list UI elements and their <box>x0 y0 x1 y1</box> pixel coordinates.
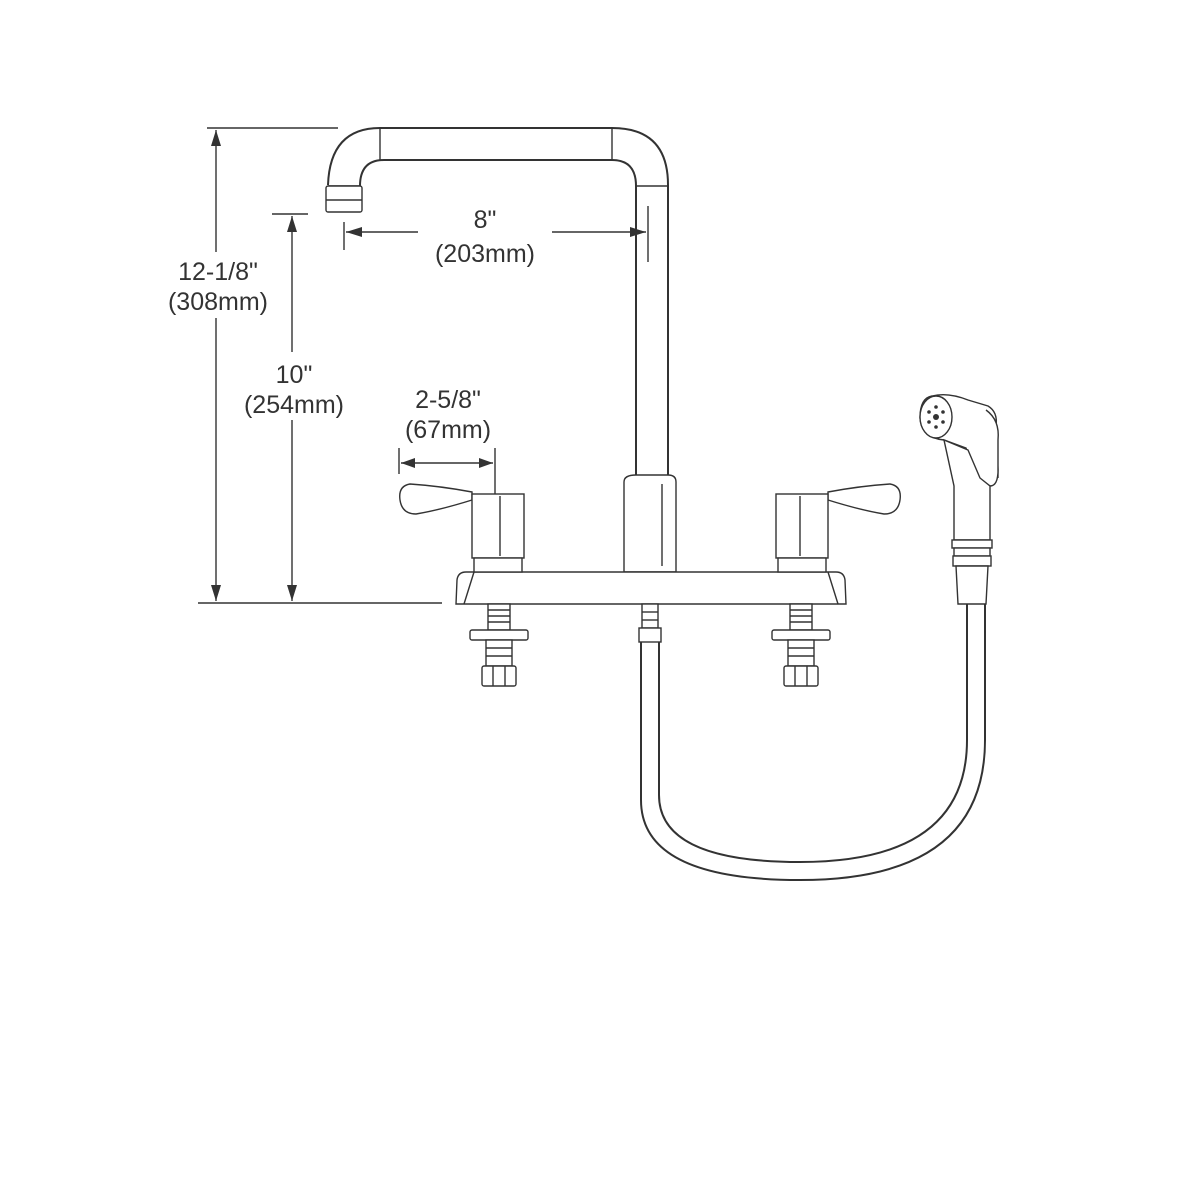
connector-stem <box>641 603 659 629</box>
spout-reach-imperial: 8" <box>474 206 497 234</box>
left-lever <box>399 483 473 515</box>
deck-plate-bevel-left <box>463 571 475 605</box>
arrow-left <box>401 458 415 468</box>
sprayer-ring-1 <box>951 539 993 549</box>
overall-height-metric: (308mm) <box>168 288 268 316</box>
right-lever-handle <box>775 483 901 573</box>
left-handle-body <box>471 493 525 559</box>
sprayer-ring-2 <box>953 547 991 557</box>
left-coupling-nut <box>481 665 517 687</box>
handle-reach-metric: (67mm) <box>405 416 491 444</box>
arrow-right <box>630 227 646 237</box>
deck-plate <box>455 571 847 605</box>
spray-nozzle <box>934 425 938 429</box>
spout-inner-edge <box>359 159 637 475</box>
arrow-right <box>479 458 493 468</box>
spout-height-imperial: 10" <box>276 361 313 389</box>
right-coupling-nut <box>783 665 819 687</box>
aerator <box>325 185 363 213</box>
right-lock-nut <box>771 629 831 641</box>
arrow-left <box>346 227 362 237</box>
spray-nozzle <box>927 420 931 424</box>
sprayer-body <box>943 438 991 541</box>
hose-outer <box>640 604 986 882</box>
deck-plate-bevel-right <box>827 571 839 605</box>
faucet-spout <box>325 127 677 573</box>
hose-connector <box>638 603 662 643</box>
spray-nozzle <box>933 414 939 420</box>
spout-outer-edge <box>327 127 669 475</box>
dimension-overall-height: 12-1/8" (308mm) <box>168 127 442 604</box>
left-lock-nut <box>469 629 529 641</box>
shank-left <box>469 603 529 687</box>
left-handle-collar <box>473 557 523 573</box>
spout-reach-metric: (203mm) <box>435 240 535 268</box>
spout-height-metric: (254mm) <box>244 391 344 419</box>
arrow-up <box>287 216 297 232</box>
hose-inner <box>658 604 968 864</box>
connector-nut <box>638 627 662 643</box>
right-handle-body <box>775 493 829 559</box>
handle-reach-imperial: 2-5/8" <box>415 386 481 414</box>
sprayer-tail <box>955 565 989 605</box>
left-shank-lower <box>485 639 513 667</box>
left-lever-handle <box>399 483 525 573</box>
sprayer-trigger <box>985 409 999 478</box>
shank-right <box>771 603 831 687</box>
arrow-down <box>211 585 221 601</box>
dimension-handle-reach: 2-5/8" (67mm) <box>398 386 496 518</box>
spray-nozzle <box>941 410 945 414</box>
right-lever <box>827 483 901 515</box>
hose-mark <box>984 631 986 633</box>
arrow-down <box>287 585 297 601</box>
overall-height-imperial: 12-1/8" <box>178 258 258 286</box>
spout-base <box>623 474 677 573</box>
right-shank-lower <box>787 639 815 667</box>
dimension-spout-height: 10" (254mm) <box>244 213 344 601</box>
sprayer-ring-3 <box>952 555 992 567</box>
left-shank-thread <box>487 603 511 631</box>
deck-plate-body <box>455 571 847 605</box>
spray-nozzle <box>927 410 931 414</box>
side-sprayer <box>919 393 999 633</box>
dimension-spout-reach: 8" (203mm) <box>343 206 649 268</box>
spray-nozzle <box>934 405 938 409</box>
right-shank-thread <box>789 603 813 631</box>
spray-nozzle <box>941 420 945 424</box>
sprayer-hose <box>640 604 986 882</box>
arrow-up <box>211 130 221 146</box>
right-handle-collar <box>777 557 827 573</box>
